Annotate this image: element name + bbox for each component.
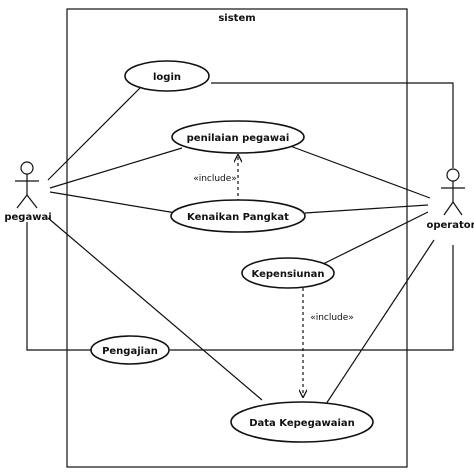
- use-case-penilaian-pegawai-label: penilaian pegawai: [187, 133, 290, 144]
- use-case-pengajian-label: Pengajian: [102, 346, 158, 357]
- stick-figure-icon: [15, 161, 39, 209]
- actor-operator: operator: [426, 168, 474, 231]
- stick-figure-icon: [441, 168, 465, 216]
- use-case-kenaikan-pangkat: Kenaikan Pangkat: [170, 199, 306, 233]
- use-case-kenaikan-pangkat-label: Kenaikan Pangkat: [187, 212, 289, 223]
- use-case-pengajian: Pengajian: [90, 335, 170, 365]
- use-case-login: login: [124, 60, 210, 92]
- include-label-1: «include»: [193, 174, 237, 184]
- assoc-pegawai-kenaikan: [49, 191, 177, 214]
- use-case-kepensiunan: Kepensiunan: [241, 257, 335, 289]
- actor-operator-label: operator: [426, 220, 474, 231]
- assoc-pegawai-pengajian: [26, 222, 92, 351]
- use-case-kepensiunan-label: Kepensiunan: [252, 269, 325, 280]
- assoc-pegawai-data: [47, 217, 263, 401]
- actor-pegawai-label: pegawai: [4, 212, 51, 223]
- assoc-pengajian-operator: [170, 245, 454, 351]
- assoc-kenaikan-operator: [304, 204, 429, 214]
- assoc-pegawai-login: [47, 87, 141, 181]
- assoc-pegawai-penilaian: [49, 147, 183, 189]
- system-boundary: [66, 8, 408, 468]
- use-case-penilaian-pegawai: penilaian pegawai: [171, 120, 305, 154]
- include-relations: «include» «include»: [193, 155, 354, 397]
- use-case-data-kepegawaian: Data Kepegawaian: [230, 401, 374, 443]
- assoc-login-operator: [211, 82, 454, 168]
- actor-pegawai: pegawai: [4, 161, 52, 223]
- include-label-2: «include»: [310, 313, 354, 323]
- system-name: sistem: [218, 13, 255, 24]
- assoc-kepensiunan-operator: [322, 211, 429, 265]
- use-case-data-kepegawaian-label: Data Kepegawaian: [249, 418, 355, 429]
- assoc-penilaian-operator: [281, 142, 431, 199]
- use-case-login-label: login: [153, 72, 181, 83]
- assoc-data-operator: [325, 239, 435, 405]
- associations: [26, 82, 454, 405]
